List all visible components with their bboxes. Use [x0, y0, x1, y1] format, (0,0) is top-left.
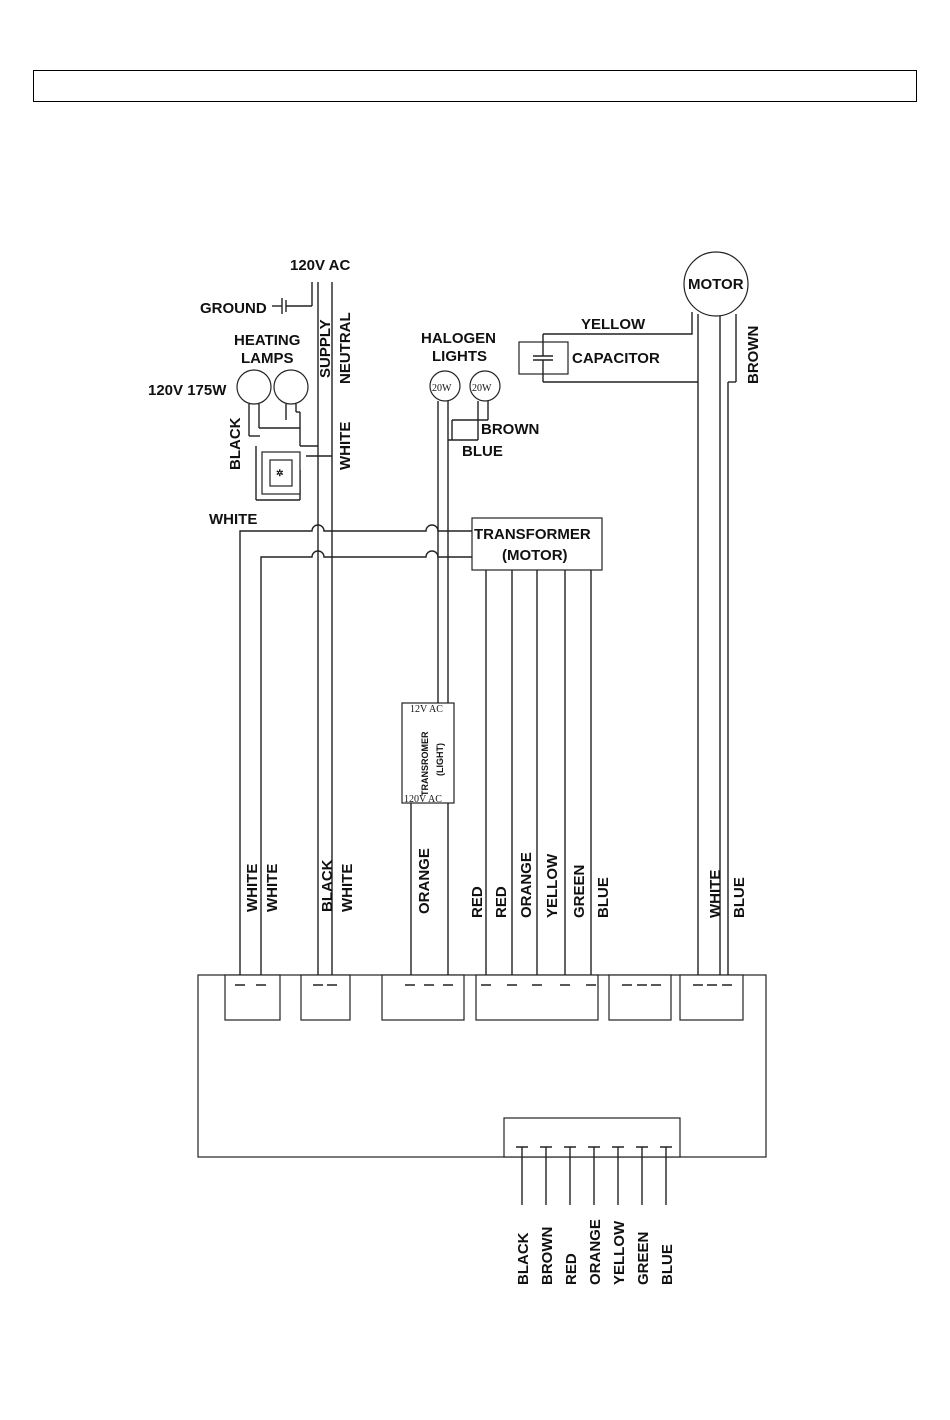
connector-3 — [381, 974, 465, 1021]
transformer-motor-label-2: (MOTOR) — [502, 547, 568, 564]
motor-wiring — [543, 312, 737, 985]
halogen-rating-2: 20W — [472, 383, 492, 394]
wire-label-white-4: WHITE — [707, 870, 724, 918]
connector-blocks — [224, 974, 744, 1021]
neutral-label: NEUTRAL — [337, 312, 354, 384]
supply-label: SUPPLY — [317, 319, 334, 378]
light-transformer-sub: (LIGHT) — [435, 743, 445, 776]
capacitor-label: CAPACITOR — [572, 350, 660, 367]
bottom-wire-green: GREEN — [635, 1232, 652, 1285]
halogen-rating-1: 20W — [432, 383, 452, 394]
light-transformer-bottom: 120V AC — [404, 794, 442, 805]
heating-black-label: BLACK — [227, 417, 244, 470]
wire-label-blue-2: BLUE — [731, 877, 748, 918]
halogen-blue-label: BLUE — [462, 443, 503, 460]
wire-label-black: BLACK — [319, 859, 336, 912]
bottom-wire-yellow: YELLOW — [611, 1220, 628, 1285]
supply-voltage-label: 120V AC — [290, 257, 350, 274]
heating-lamps-label-2: LAMPS — [241, 350, 294, 367]
transformer-motor-label-1: TRANSFORMER — [474, 526, 591, 543]
heating-lamp-1 — [236, 369, 272, 405]
heating-lamp-wiring — [248, 404, 332, 501]
bottom-wire-orange: ORANGE — [587, 1219, 604, 1285]
halogen-wiring — [437, 401, 489, 705]
light-transformer-outputs — [410, 803, 449, 985]
bottom-connector — [503, 1117, 681, 1158]
bottom-wire-black: BLACK — [515, 1232, 532, 1285]
heating-lamps-label-1: HEATING — [234, 332, 300, 349]
light-transformer-box — [401, 702, 455, 804]
connector-6 — [679, 974, 744, 1021]
switch-icon: ✲ — [276, 468, 284, 478]
wire-label-white-2: WHITE — [264, 864, 281, 912]
wire-label-blue-1: BLUE — [595, 877, 612, 918]
supply-neutral-wires — [317, 282, 333, 985]
bottom-wire-blue: BLUE — [659, 1244, 676, 1285]
halogen-light-2 — [469, 370, 501, 402]
motor — [683, 251, 749, 317]
light-transformer-name: TRANSROMER — [420, 731, 430, 796]
halogen-label-1: HALOGEN — [421, 330, 496, 347]
motor-yellow-label: YELLOW — [581, 316, 646, 333]
ground-label: GROUND — [200, 300, 267, 317]
connector-4 — [475, 974, 599, 1021]
header-box — [33, 70, 917, 102]
transformer-feed-wires — [239, 524, 472, 985]
connector-1 — [224, 974, 281, 1021]
white-horizontal-label: WHITE — [209, 511, 257, 528]
heating-lamp-2 — [273, 369, 309, 405]
wire-label-red-1: RED — [469, 886, 486, 918]
wire-label-yellow: YELLOW — [544, 853, 561, 918]
capacitor-symbol — [533, 334, 553, 382]
transformer-motor-outputs — [485, 570, 592, 985]
wire-label-white-3: WHITE — [339, 864, 356, 912]
lamp-rating-label: 120V 175W — [148, 382, 227, 399]
motor-brown-label: BROWN — [745, 326, 762, 384]
bottom-wire-brown: BROWN — [539, 1227, 556, 1285]
wire-label-white-1: WHITE — [244, 864, 261, 912]
wire-label-green: GREEN — [571, 865, 588, 918]
bottom-wire-red: RED — [563, 1253, 580, 1285]
connector-5 — [608, 974, 672, 1021]
white-vertical-label: WHITE — [337, 422, 354, 470]
halogen-light-1 — [429, 370, 461, 402]
motor-label: MOTOR — [688, 276, 744, 293]
halogen-label-2: LIGHTS — [432, 348, 487, 365]
wire-label-red-2: RED — [493, 886, 510, 918]
wire-label-orange-2: ORANGE — [518, 852, 535, 918]
connector-2 — [300, 974, 351, 1021]
ground-symbol — [272, 282, 313, 314]
transformer-motor-box — [471, 517, 603, 571]
light-transformer-top: 12V AC — [410, 704, 443, 715]
wire-label-orange-1: ORANGE — [416, 848, 433, 914]
bottom-connector-wires — [516, 1146, 672, 1205]
halogen-brown-label: BROWN — [481, 421, 539, 438]
